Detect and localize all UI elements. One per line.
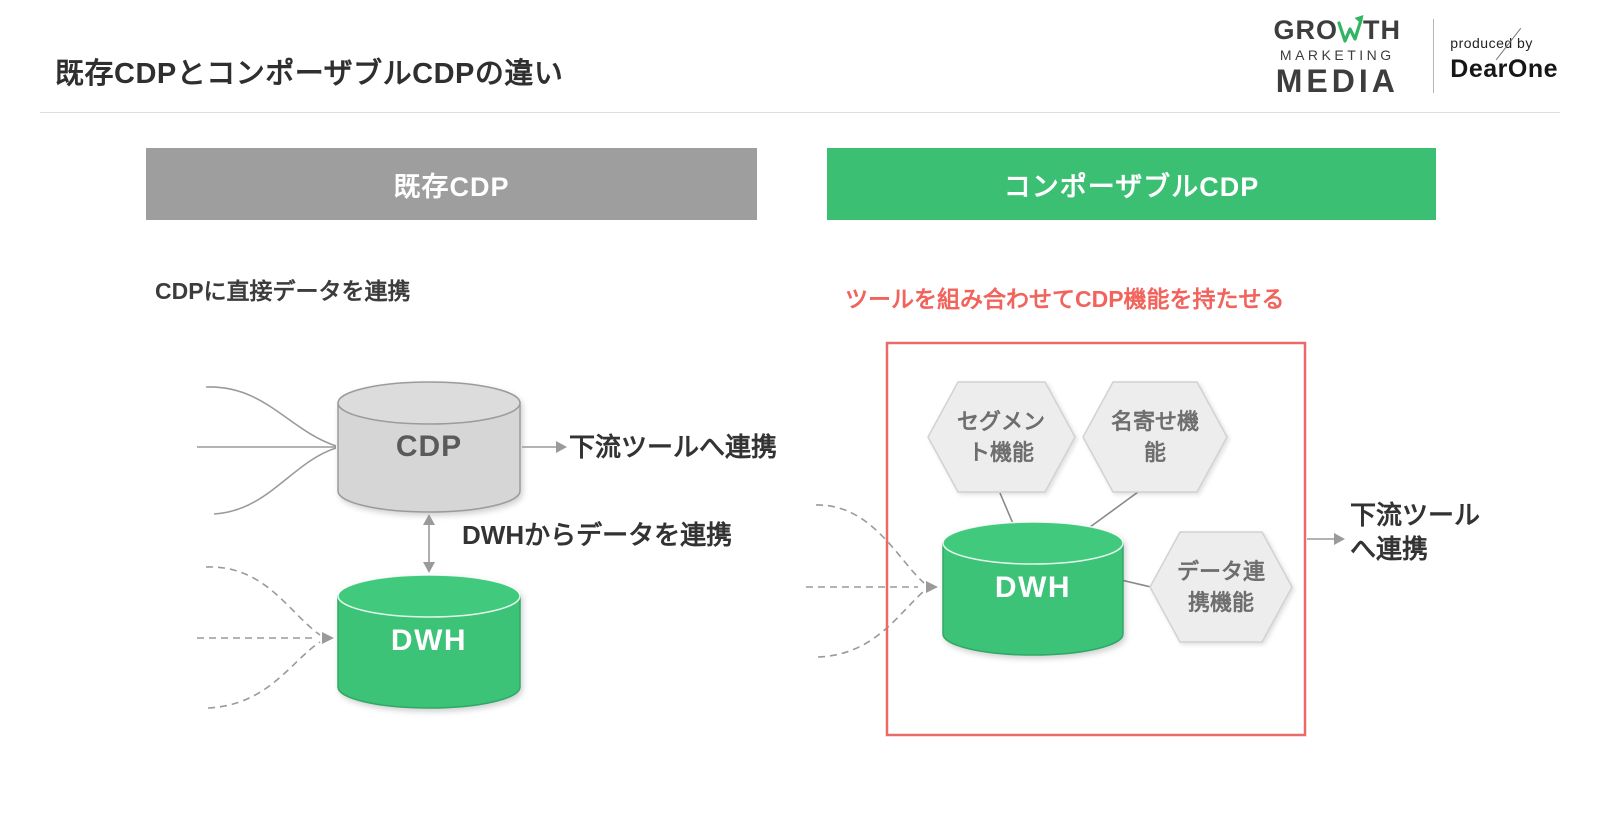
dwh-cylinder-left [337, 574, 521, 709]
dwh-link-label: DWHからデータを連携 [462, 520, 733, 550]
logo-line-media: MEDIA [1275, 63, 1399, 99]
right-caption: ツールを組み合わせてCDP機能を持たせる [845, 286, 1285, 312]
data-renkei-hexagon [1149, 531, 1293, 643]
nayose-hexagon [1082, 381, 1228, 493]
cdp-cylinder-label: CDP [395, 430, 463, 463]
header-divider [40, 112, 1560, 113]
dwh-cylinder-left-label: DWH [390, 624, 468, 657]
cdp-cylinder [337, 381, 521, 513]
existing-cdp-header: 既存CDP [146, 148, 757, 220]
composable-downstream-arrow [1307, 533, 1345, 545]
connector-dwh-dataren [1120, 579, 1152, 588]
dwh-inflow-dashed-bottom [207, 641, 321, 709]
logo-block: GRO TH MARKETING MEDIA produced by DearO… [1257, 14, 1558, 97]
segment-hexagon [927, 381, 1076, 493]
dwh-inflow-dashed-top [205, 566, 321, 636]
cdp-inflow-line-top [205, 386, 337, 447]
logo-growth-post: TH [1363, 15, 1402, 45]
composable-cdp-header: コンポーザブルCDP [827, 148, 1436, 220]
connector-segment-dwh [999, 492, 1015, 527]
data-renkei-hexagon-label: データ連 携機能 [1176, 559, 1265, 615]
right-diagram [806, 341, 1345, 737]
composable-inflow-arrowhead [926, 581, 938, 593]
right-downstream-label: 下流ツール へ連携 [1350, 500, 1481, 564]
logo-line-growth: GRO TH [1257, 14, 1417, 44]
dwh-cylinder-right [942, 521, 1124, 656]
cdp-dwh-double-arrow [423, 514, 435, 573]
dearone-logo: DearOne [1450, 54, 1558, 83]
cdp-inflow-line-bottom [213, 447, 337, 515]
logo-line-marketing: MARKETING [1279, 47, 1395, 63]
logo-growth-pre: GRO [1273, 15, 1339, 45]
composable-inflow-dashed-top [815, 504, 925, 584]
growth-arrow-icon [1337, 15, 1364, 43]
produced-by-block: produced by DearOne [1450, 27, 1558, 83]
cdp-downstream-arrow [522, 441, 567, 453]
connector-nayose-dwh [1085, 491, 1139, 531]
composable-group-box [885, 341, 1307, 737]
growth-marketing-media-logo: GRO TH MARKETING MEDIA [1257, 14, 1417, 97]
dwh-inflow-arrowhead [322, 632, 334, 644]
left-downstream-label: 下流ツールへ連携 [569, 432, 778, 462]
left-caption: CDPに直接データを連携 [155, 278, 411, 304]
nayose-hexagon-label: 名寄せ機 能 [1110, 409, 1199, 465]
logo-divider [1433, 18, 1435, 93]
dwh-cylinder-right-label: DWH [994, 571, 1072, 604]
page-title: 既存CDPとコンポーザブルCDPの違い [55, 58, 564, 90]
left-diagram [197, 381, 567, 709]
segment-hexagon-label: セグメン ト機能 [956, 409, 1045, 465]
composable-inflow-dashed-bottom [817, 590, 925, 658]
